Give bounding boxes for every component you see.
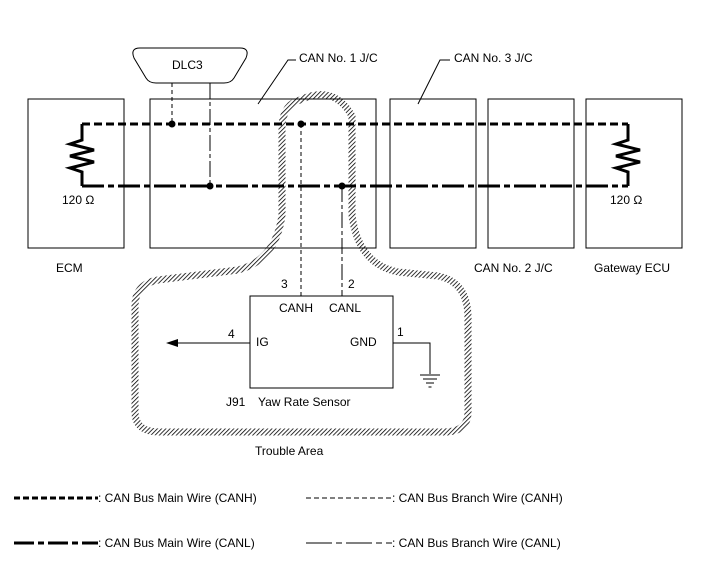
pin-canh-label: CANH [279,301,313,315]
can-no2-jc-label: CAN No. 2 J/C [474,261,553,275]
resistor-left-wire [64,124,95,186]
yaw-rate-sensor-box [249,295,394,389]
trouble-area-outline [131,91,472,436]
trouble-area-label: Trouble Area [255,444,324,458]
junction-dot [168,120,176,128]
resistor-right-wire [610,124,641,186]
pin-canl-label: CANL [329,301,361,315]
sensor-name-label: Yaw Rate Sensor [258,395,351,409]
pin-canh-number: 3 [281,277,288,291]
pin-canl-number: 2 [348,277,355,291]
sensor-code-label: J91 [226,395,246,409]
gnd-wire [393,342,431,374]
legend-main-canl-label: : CAN Bus Main Wire (CANL) [98,536,255,550]
legend-main-canh-label: : CAN Bus Main Wire (CANH) [98,491,257,505]
pin-gnd-label: GND [350,335,377,349]
can-no1-jc-box [149,98,377,249]
can-no3-jc-leader [417,59,450,105]
resistor-left-label: 120 Ω [62,193,94,207]
legend-branch-canh-label: : CAN Bus Branch Wire (CANH) [392,491,563,505]
dlc3-connector [132,47,248,84]
junction-dot [206,182,214,190]
can-no1-jc-leader [257,59,296,105]
can-no2-jc-box [487,98,575,249]
legend: : CAN Bus Main Wire (CANH) : CAN Bus Bra… [14,491,563,550]
can-no1-jc-label: CAN No. 1 J/C [299,51,378,65]
pin-gnd-number: 1 [397,325,404,339]
junction-dot [297,120,305,128]
can-no3-jc-label: CAN No. 3 J/C [454,51,533,65]
resistor-right-label: 120 Ω [610,193,642,207]
gateway-ecu-label: Gateway ECU [594,261,670,275]
pin-ig-number: 4 [228,327,235,341]
ecm-label: ECM [56,261,83,275]
pin-ig-label: IG [256,335,269,349]
ground-icon [420,374,440,388]
legend-branch-canl-label: : CAN Bus Branch Wire (CANL) [392,536,561,550]
gateway-ecu-box [585,98,683,249]
junction-dot [338,182,346,190]
dlc3-label: DLC3 [172,58,203,72]
ecm-box [27,98,125,249]
can-no3-jc-box [389,98,477,249]
arrow-left-icon [166,339,178,347]
